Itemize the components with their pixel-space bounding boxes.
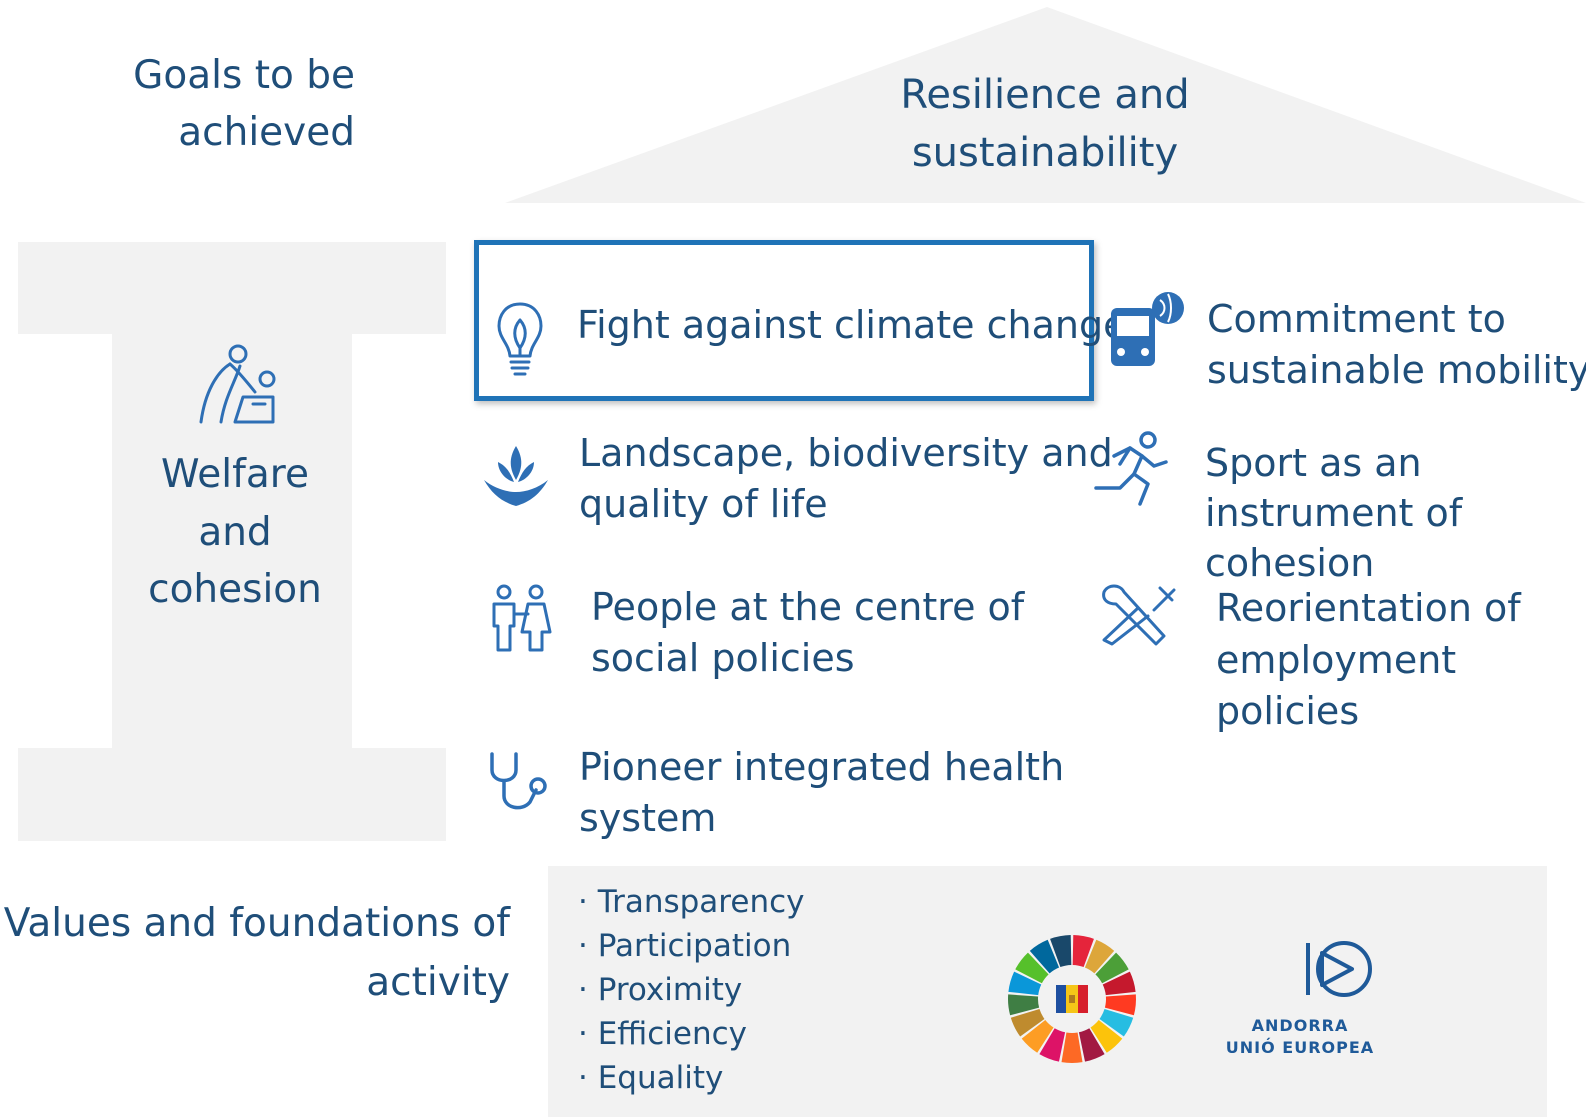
sdg-wheel-segment (1008, 971, 1042, 996)
sdg-wheel-segment (1008, 994, 1040, 1016)
item-people-label: People at the centre of social policies (591, 585, 1025, 681)
item-employment-label: Reorientation of employment policies (1216, 586, 1521, 734)
family-icon (492, 584, 552, 652)
item-climate-label: Fight against climate change (577, 303, 1127, 347)
sdg-wheel-segment (1029, 939, 1060, 974)
item-health-label: Pioneer integrated health system (579, 745, 1065, 841)
values-list: · Transparency · Participation · Proximi… (578, 880, 804, 1100)
stethoscope-icon (490, 752, 547, 810)
value-item: · Proximity (578, 972, 743, 1008)
sdg-wheel-segment (1095, 952, 1129, 984)
hands-plant-icon (484, 446, 548, 506)
item-mobility-label: Commitment to sustainable mobility (1207, 297, 1586, 393)
sdg-wheel-segment (1050, 935, 1072, 968)
sdg-wheel-segment (1099, 1008, 1134, 1037)
value-item: · Equality (578, 1060, 724, 1096)
sdg-wheel-segment (1090, 1020, 1123, 1053)
tools-icon (1102, 584, 1176, 646)
sdg-wheel-segment (1078, 1028, 1105, 1062)
andorra-eu-logo-icon (1306, 941, 1372, 997)
sdg-wheel-segment (1010, 1008, 1045, 1037)
foundation-title: Values and foundations of activity (3, 901, 510, 1005)
sdg-wheel-segment (1061, 1032, 1083, 1063)
sdg-wheel-segment (1084, 939, 1115, 974)
value-item: · Efficiency (578, 1016, 748, 1052)
caregiver-icon (199, 344, 276, 424)
sdg-wheel-segment (1021, 1020, 1054, 1053)
roof-title: Resilience and sustainability (900, 72, 1190, 176)
runner-icon (1094, 431, 1168, 506)
andorra-eu-logo-text: ANDORRA UNIÓ EUROPEA (1225, 1016, 1375, 1057)
pillar-label: Welfare and cohesion (148, 452, 322, 613)
goals-label: Goals to be achieved (133, 53, 355, 155)
item-sport-label: Sport as an instrument of cohesion (1205, 441, 1463, 586)
bus-globe-icon (1111, 292, 1184, 366)
highlight-box (474, 240, 1094, 401)
lightbulb-leaf-icon (497, 302, 543, 376)
sdg-wheel-logo (1008, 935, 1136, 1063)
pillar-shape (18, 242, 446, 841)
sdg-wheel-segment (1039, 1028, 1066, 1062)
value-item: · Participation (578, 928, 792, 964)
sdg-wheel-segment (1102, 971, 1136, 996)
sdg-wheel-segment (1072, 935, 1094, 968)
sdg-wheel-segment (1104, 994, 1136, 1016)
value-item: · Transparency (578, 884, 805, 920)
sdg-wheel-segment (1015, 952, 1049, 984)
item-landscape-label: Landscape, biodiversity and quality of l… (579, 431, 1113, 527)
roof-shape (505, 7, 1586, 203)
